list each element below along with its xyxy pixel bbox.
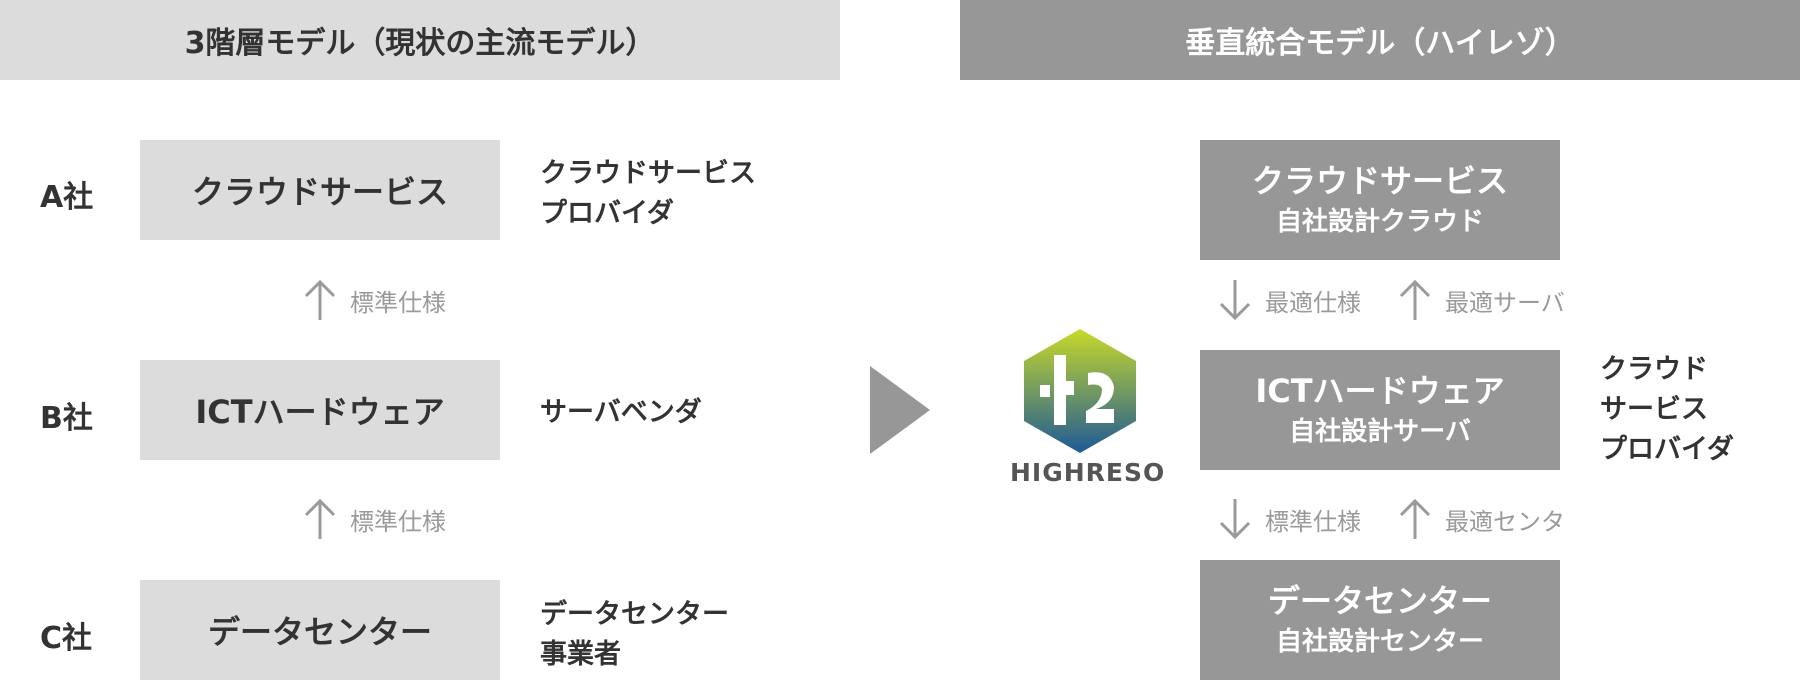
up-arrow-icon <box>1399 279 1431 320</box>
role-desc-b-line1: サーバベンダ <box>540 397 702 428</box>
arrow-optimal-spec-down: 最適仕様 <box>1215 278 1361 322</box>
arrow-standard-spec-1-label: 標準仕様 <box>350 288 446 317</box>
role-desc-c-line2: 事業者 <box>540 639 621 670</box>
role-desc-b: サーバベンダ <box>540 393 702 433</box>
arrow-optimal-center-up: 最適センタ <box>1395 497 1565 541</box>
role-desc-c: データセンター 事業者 <box>540 595 729 675</box>
layer-box-cloud: クラウドサービス <box>140 140 500 240</box>
header-current-model: 3階層モデル（現状の主流モデル） <box>0 0 840 80</box>
role-desc-a: クラウドサービス プロバイダ <box>540 154 756 234</box>
integrated-box-cloud-sub: 自社設計クラウド <box>1275 207 1484 237</box>
integrated-box-cloud-title: クラウドサービス <box>1251 162 1508 200</box>
arrow-optimal-spec-down-label: 最適仕様 <box>1265 288 1361 317</box>
integrated-role-desc-line2: サービス <box>1600 394 1708 425</box>
integrated-box-hardware-title: ICTハードウェア <box>1255 372 1505 410</box>
highreso-logo <box>1010 325 1150 495</box>
company-label-b: B社 <box>40 401 93 436</box>
integrated-role-desc: クラウド サービス プロバイダ <box>1600 350 1734 470</box>
up-arrow-icon <box>304 498 336 539</box>
arrow-optimal-server-up-label: 最適サーバ <box>1445 288 1565 317</box>
down-arrow-icon <box>1219 499 1251 540</box>
header-vertical-model-title: 垂直統合モデル（ハイレゾ） <box>1185 26 1575 61</box>
arrow-standard-spec-2: 標準仕様 <box>300 497 446 541</box>
company-label-a: A社 <box>40 180 94 215</box>
integrated-box-datacenter: データセンター 自社設計センター <box>1200 560 1560 680</box>
arrow-standard-spec-2-label: 標準仕様 <box>350 507 446 536</box>
layer-box-hardware: ICTハードウェア <box>140 360 500 460</box>
integrated-box-cloud: クラウドサービス 自社設計クラウド <box>1200 140 1560 260</box>
arrow-standard-spec-down-label: 標準仕様 <box>1265 507 1361 536</box>
down-arrow-icon <box>1219 280 1251 321</box>
integrated-role-desc-line3: プロバイダ <box>1600 434 1734 465</box>
role-desc-a-line2: プロバイダ <box>540 198 674 229</box>
arrow-standard-spec-down: 標準仕様 <box>1215 497 1361 541</box>
layer-box-datacenter: データセンター <box>140 580 500 680</box>
up-arrow-icon <box>1399 498 1431 539</box>
highreso-logo-mark-icon <box>1024 329 1136 453</box>
layer-box-datacenter-label: データセンター <box>207 613 432 651</box>
header-vertical-model: 垂直統合モデル（ハイレゾ） <box>960 0 1800 80</box>
role-desc-c-line1: データセンター <box>540 599 729 630</box>
integrated-box-datacenter-sub: 自社設計センター <box>1275 627 1484 657</box>
role-desc-a-line1: クラウドサービス <box>540 158 756 189</box>
integrated-role-desc-line1: クラウド <box>1600 354 1708 385</box>
integrated-box-hardware: ICTハードウェア 自社設計サーバ <box>1200 350 1560 470</box>
arrow-optimal-center-up-label: 最適センタ <box>1445 507 1565 536</box>
arrow-standard-spec-1: 標準仕様 <box>300 278 446 322</box>
transition-arrow-icon <box>870 366 930 454</box>
integrated-box-datacenter-title: データセンター <box>1267 582 1492 620</box>
layer-box-hardware-label: ICTハードウェア <box>195 393 445 431</box>
highreso-wordmark: HIGHRESO <box>1010 458 1166 487</box>
company-label-c: C社 <box>40 621 93 656</box>
integrated-box-hardware-sub: 自社設計サーバ <box>1289 417 1471 447</box>
layer-box-cloud-label: クラウドサービス <box>191 173 448 211</box>
arrow-optimal-server-up: 最適サーバ <box>1395 278 1565 322</box>
header-current-model-title: 3階層モデル（現状の主流モデル） <box>184 26 656 61</box>
up-arrow-icon <box>304 279 336 320</box>
